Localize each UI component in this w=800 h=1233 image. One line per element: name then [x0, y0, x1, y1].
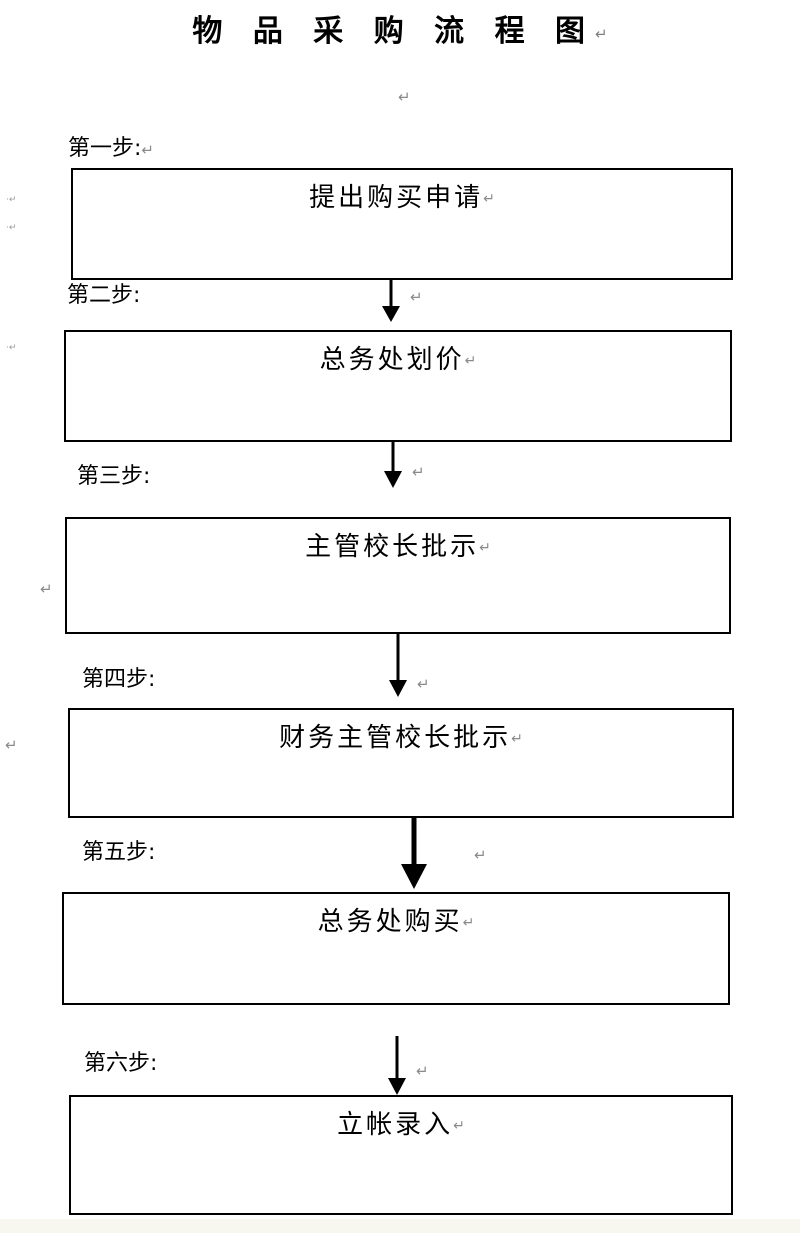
process-box-5-label: 总务处购买 [317, 907, 463, 937]
paragraph-mark-icon: ↵ [453, 1118, 465, 1134]
step-label-2: 第二步: [67, 285, 140, 307]
process-box-4-label: 财务主管校长批示 [279, 723, 512, 753]
process-box-4-text: 财务主管校长批示↵ [70, 724, 732, 753]
paragraph-mark-icon: ↵ [398, 88, 411, 106]
process-box-1-text: 提出购买申请↵ [73, 184, 731, 213]
process-box-4[interactable]: 财务主管校长批示↵ [68, 708, 734, 818]
step-label-1-text: 第一步: [68, 136, 142, 161]
process-box-5[interactable]: 总务处购买↵ [62, 892, 730, 1005]
arrow-down-icon-2 [378, 441, 408, 489]
process-box-1[interactable]: 提出购买申请↵ [71, 168, 733, 280]
process-box-2-text: 总务处划价↵ [66, 346, 730, 375]
step-label-5-text: 第五步: [82, 840, 156, 865]
margin-paragraph-mark-icon: ↵ [40, 580, 53, 598]
margin-paragraph-mark-icon: ·↵ [6, 343, 17, 353]
paragraph-mark-icon: ↵ [511, 731, 523, 747]
paragraph-mark-icon: ↵ [483, 191, 495, 207]
paragraph-mark-icon: ↵ [474, 846, 487, 864]
paragraph-mark-icon: ↵ [479, 540, 491, 556]
step-label-1: 第一步:↵ [68, 138, 154, 160]
step-label-3-text: 第三步: [77, 464, 151, 489]
process-box-1-label: 提出购买申请 [309, 183, 484, 213]
step-label-4: 第四步: [82, 669, 155, 691]
margin-paragraph-mark-icon: ·↵ [6, 223, 17, 233]
step-label-5: 第五步: [82, 842, 155, 864]
paragraph-mark-icon: ↵ [462, 915, 475, 931]
paragraph-mark-icon: ↵ [416, 1062, 429, 1080]
margin-paragraph-mark-icon: ·↵ [6, 195, 17, 205]
arrow-down-icon-3 [383, 634, 413, 698]
process-box-5-text: 总务处购买↵ [64, 908, 728, 937]
paragraph-mark-icon: ↵ [464, 353, 477, 369]
step-label-4-text: 第四步: [82, 667, 156, 692]
process-box-2[interactable]: 总务处划价↵ [64, 330, 732, 442]
margin-paragraph-mark-icon: ↵ [5, 736, 18, 754]
process-box-6[interactable]: 立帐录入↵ [69, 1095, 733, 1215]
page-title: 物 品 采 购 流 程 图↵ [0, 14, 800, 50]
page-bottom-band [0, 1219, 800, 1233]
step-label-2-text: 第二步: [67, 283, 141, 308]
process-box-6-text: 立帐录入↵ [71, 1111, 731, 1140]
process-box-3-label: 主管校长批示 [305, 532, 480, 562]
step-label-6: 第六步: [84, 1053, 157, 1075]
process-box-3[interactable]: 主管校长批示↵ [65, 517, 731, 634]
process-box-6-label: 立帐录入 [337, 1110, 454, 1140]
process-box-3-text: 主管校长批示↵ [67, 533, 729, 562]
arrow-down-icon-4 [396, 818, 432, 890]
arrow-down-icon-1 [376, 279, 406, 323]
paragraph-mark-icon: ↵ [412, 463, 425, 481]
process-box-2-label: 总务处划价 [319, 345, 465, 375]
paragraph-mark-icon: ↵ [595, 25, 608, 43]
step-label-6-text: 第六步: [84, 1051, 158, 1076]
page-title-text: 物 品 采 购 流 程 图 [192, 14, 596, 49]
paragraph-mark-icon: ↵ [417, 675, 430, 693]
step-label-3: 第三步: [77, 466, 150, 488]
arrow-down-icon-5 [382, 1036, 412, 1096]
paragraph-mark-icon: ↵ [141, 141, 154, 159]
paragraph-mark-icon: ↵ [410, 288, 423, 306]
